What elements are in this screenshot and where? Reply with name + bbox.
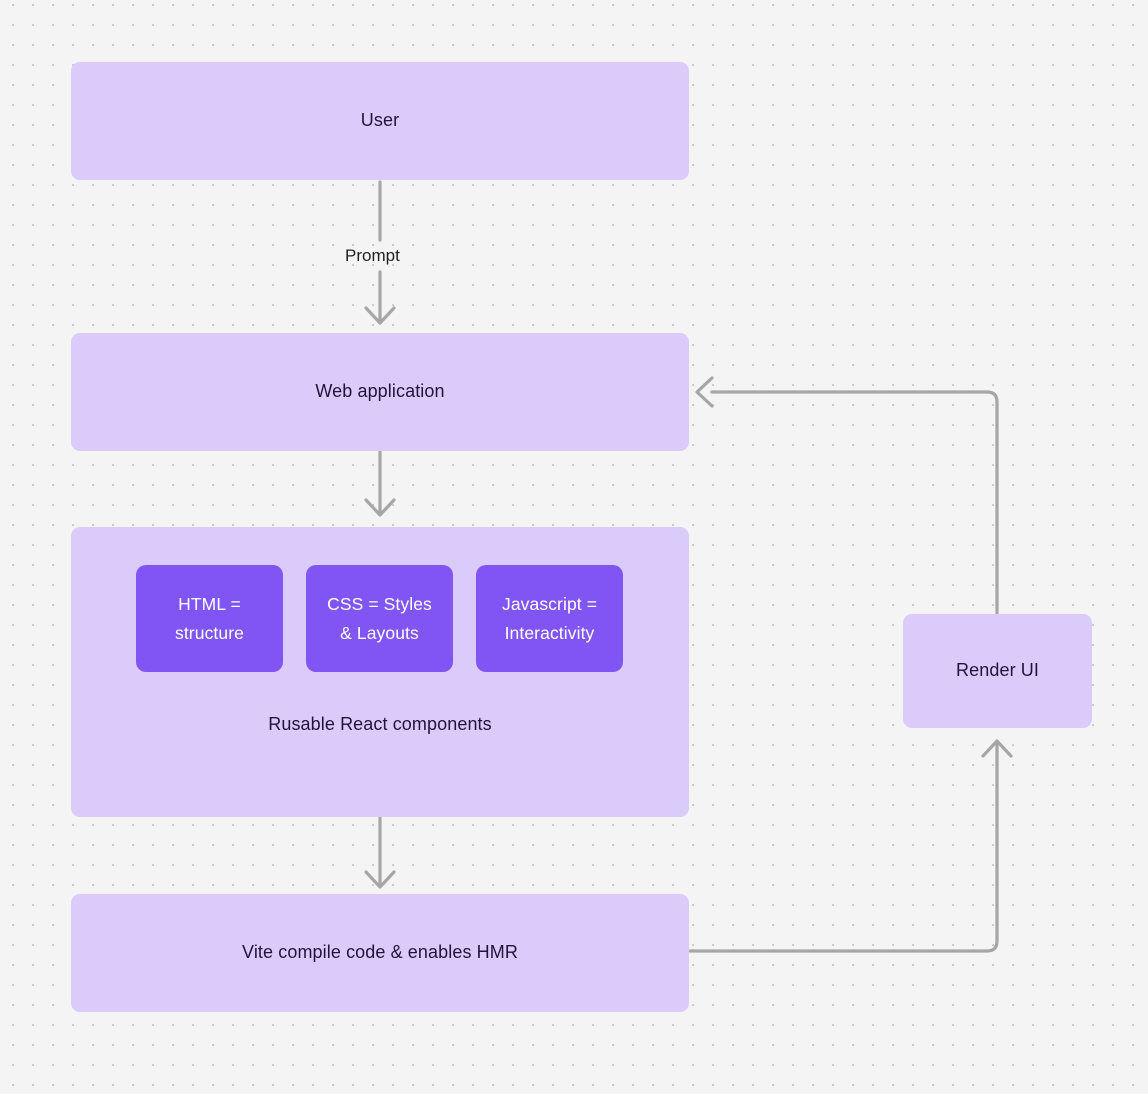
node-javascript[interactable]: Javascript = Interactivity [476,565,623,672]
edge-web-to-components-arrowhead [364,498,396,517]
node-html[interactable]: HTML = structure [136,565,283,672]
node-render-ui[interactable]: Render UI [903,614,1092,728]
edge-components-to-vite-arrowhead [364,870,396,889]
edge-render-to-web [710,390,999,616]
node-html-line2: structure [175,622,244,643]
node-render-ui-label: Render UI [956,660,1039,681]
node-css-text: CSS = Styles & Layouts [327,590,432,648]
node-user[interactable]: User [71,62,689,180]
edge-user-to-web-arrowhead [364,306,396,325]
node-web-application[interactable]: Web application [71,333,689,451]
node-vite-label: Vite compile code & enables HMR [242,942,518,963]
node-css-line1: CSS = Styles [327,593,432,614]
edge-vite-to-render [688,740,999,953]
node-javascript-text: Javascript = Interactivity [502,590,597,648]
node-html-text: HTML = structure [175,590,244,648]
edge-label-prompt: Prompt [345,246,400,265]
edge-vite-to-render-arrowhead [981,739,1013,758]
node-css-line2: & Layouts [340,622,419,643]
node-vite[interactable]: Vite compile code & enables HMR [71,894,689,1012]
node-reusable-components[interactable]: HTML = structure CSS = Styles & Layouts … [71,527,689,817]
node-reusable-components-caption: Rusable React components [71,705,689,745]
inner-boxes-group: HTML = structure CSS = Styles & Layouts … [71,527,689,817]
node-css[interactable]: CSS = Styles & Layouts [306,565,453,672]
node-web-application-label: Web application [315,381,445,402]
node-javascript-line1: Javascript = [501,593,598,614]
node-reusable-components-label: Rusable React components [268,714,492,735]
edge-render-to-web-arrowhead [695,376,714,408]
node-user-label: User [360,110,400,131]
node-javascript-line2: Interactivity [504,622,595,643]
node-html-line1: HTML = [178,593,241,614]
